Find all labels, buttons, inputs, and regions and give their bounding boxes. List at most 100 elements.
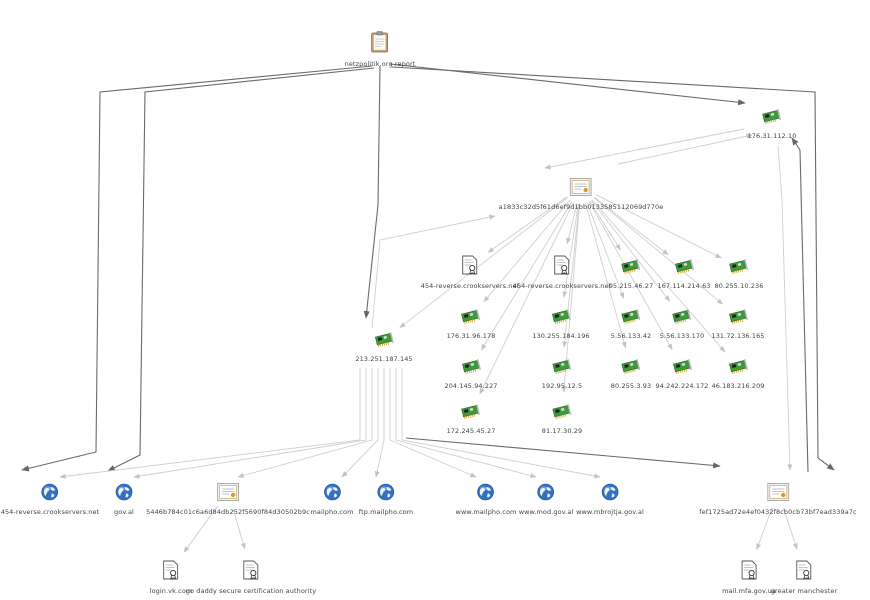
node-label: login.vk.com — [149, 587, 193, 595]
graph-node-ip131[interactable]: 131.72.136.165 — [711, 309, 764, 340]
graph-node-ip46[interactable]: 46.183.216.209 — [711, 359, 764, 390]
network-card-icon — [552, 404, 572, 424]
node-label: 213.251.187.145 — [355, 355, 413, 363]
node-label: www.mbrojtja.gov.al — [576, 508, 644, 516]
graph-node-ip172[interactable]: 172.245.45.27 — [447, 404, 496, 435]
node-label: 46.183.216.209 — [711, 382, 765, 390]
network-card-icon — [728, 309, 748, 329]
document-seal-icon — [163, 560, 179, 584]
document-seal-icon — [796, 560, 812, 584]
graph-node-ftp[interactable]: ftp.mailpho.com — [359, 483, 413, 516]
graph-node-greater[interactable]: greater manchester — [771, 560, 837, 595]
graph-node-ip176b[interactable]: 176.31.96.178 — [447, 309, 496, 340]
graph-node-report[interactable]: netzpolitik.org report — [345, 31, 416, 68]
graph-edge-cert_a-d454b — [566, 203, 578, 245]
node-label: 454-reverse.crookservers.net — [0, 508, 100, 516]
graph-node-ip80a[interactable]: 80.255.10.236 — [715, 259, 764, 290]
document-seal-icon — [741, 560, 757, 584]
node-label: 131.72.136.165 — [711, 332, 765, 340]
node-label: 5446b784c01c6a6d84db252f5690f84d30502b9c — [146, 508, 310, 516]
graph-edge-cert_a-ip5b — [591, 200, 671, 302]
document-seal-icon — [554, 255, 570, 279]
graph-node-wmod[interactable]: www.mod.gov.al — [519, 483, 574, 516]
graph-edge-cert_a-ip130 — [562, 203, 579, 298]
graph-node-d454b[interactable]: 454-reverse.crookservers.net — [513, 255, 612, 290]
globe-icon — [477, 483, 495, 505]
network-card-icon — [551, 309, 571, 329]
graph-node-login[interactable]: login.vk.com — [150, 560, 193, 595]
graph-node-ip95[interactable]: 95.215.46.27 — [609, 259, 654, 290]
graph-node-ip94[interactable]: 94.242.224.172 — [655, 359, 708, 390]
network-card-icon — [621, 359, 641, 379]
graph-node-ip5a[interactable]: 5.56.133.42 — [611, 309, 651, 340]
graph-edge-cert_a-ip204 — [481, 201, 573, 351]
node-label: 454-reverse.crookservers.net — [420, 282, 520, 290]
graph-edge-ip213-wmail — [389, 368, 477, 478]
graph-node-ip5b[interactable]: 5.56.133.170 — [660, 309, 705, 340]
node-label: www.mailpho.com — [455, 508, 517, 516]
graph-node-ip204[interactable]: 204.145.94.227 — [444, 359, 497, 390]
graph-edge-ip176a-cert_c — [777, 145, 793, 471]
graph-node-ip176a[interactable]: 176.31.112.10 — [748, 109, 797, 140]
graph-edge-cert_a-ip80b — [585, 203, 627, 349]
node-label: mail.mfa.gov.ua — [722, 587, 776, 595]
node-label: 5.56.133.42 — [610, 332, 652, 340]
graph-node-ip167[interactable]: 167.114.214.63 — [657, 259, 710, 290]
node-label: 95.215.46.27 — [608, 282, 654, 290]
node-label: 5.56.133.170 — [659, 332, 705, 340]
node-label: 80.255.3.93 — [610, 382, 652, 390]
network-card-icon — [621, 309, 641, 329]
graph-edge-ip213-wmod — [395, 368, 537, 478]
network-card-icon — [728, 359, 748, 379]
certificate-icon — [570, 178, 592, 200]
network-card-icon — [461, 309, 481, 329]
graph-node-ip130[interactable]: 130.255.184.196 — [532, 309, 590, 340]
graph-node-ip192[interactable]: 192.95.12.5 — [542, 359, 582, 390]
graph-edge-report-gov — [107, 67, 375, 472]
graph-edge-ip213-wmb — [401, 368, 601, 479]
graph-edge-ip213-cert_c — [405, 437, 721, 469]
graph-edge-ip213-mailpho — [341, 368, 379, 478]
network-card-icon — [621, 259, 641, 279]
graph-node-godaddy[interactable]: go daddy secure certification authority — [186, 560, 316, 595]
node-label: 176.31.112.10 — [747, 132, 797, 140]
graph-node-wmb[interactable]: www.mbrojtja.gov.al — [576, 483, 644, 516]
graph-edge-cert_a-ip46 — [591, 199, 726, 353]
graph-edge-cert_a-ip192 — [562, 203, 580, 348]
graph-node-ip81[interactable]: 81.17.30.29 — [542, 404, 582, 435]
node-label: 81.17.30.29 — [541, 427, 583, 435]
node-label: 130.255.184.196 — [532, 332, 590, 340]
graph-node-gov[interactable]: gov.al — [114, 483, 134, 516]
node-label: 94.242.224.172 — [655, 382, 709, 390]
graph-edge-report-g454 — [21, 65, 373, 472]
graph-edge-cert_a-ip176b — [483, 199, 571, 303]
graph-node-d454a[interactable]: 454-reverse.crookservers.net — [421, 255, 520, 290]
graph-node-mailmfa[interactable]: mail.mfa.gov.ua — [722, 560, 776, 595]
network-card-icon — [461, 359, 481, 379]
network-card-icon — [762, 109, 782, 129]
graph-node-cert_a[interactable]: a1833c32d5f61d6ef9d1bb0133585112069d770e — [499, 178, 664, 211]
node-label: 172.245.45.27 — [446, 427, 496, 435]
network-card-icon — [729, 259, 749, 279]
graph-edge-ip176a-cert_a — [544, 128, 745, 170]
node-label: 80.255.10.236 — [714, 282, 764, 290]
graph-edge-cert_a-d454a — [487, 196, 568, 253]
clipboard-icon — [371, 31, 389, 57]
graph-node-ip213[interactable]: 213.251.187.145 — [355, 332, 413, 363]
graph-edge-report-cert_c — [391, 66, 835, 471]
graph-node-wmail[interactable]: www.mailpho.com — [456, 483, 517, 516]
graph-node-ip80b[interactable]: 80.255.3.93 — [611, 359, 651, 390]
graph-node-mailpho[interactable]: mailpho.com — [310, 483, 353, 516]
graph-edge-cert_a-ip213 — [399, 197, 568, 329]
graph-node-cert_c[interactable]: fef1725ad72e4ef0432f8cb0cb73bf7ead339a7c — [699, 483, 857, 516]
graph-node-cert_b[interactable]: 5446b784c01c6a6d84db252f5690f84d30502b9c — [146, 483, 310, 516]
graph-edge-cert_a-ip80a — [595, 194, 722, 259]
globe-icon — [537, 483, 555, 505]
graph-edge-ip213-ftp — [374, 368, 385, 478]
graph-edge-cert_a-ip172 — [479, 202, 574, 395]
graph-node-g454[interactable]: 454-reverse.crookservers.net — [1, 483, 100, 516]
graph-edge-cert_a-ip95 — [589, 201, 621, 251]
network-card-icon — [461, 404, 481, 424]
